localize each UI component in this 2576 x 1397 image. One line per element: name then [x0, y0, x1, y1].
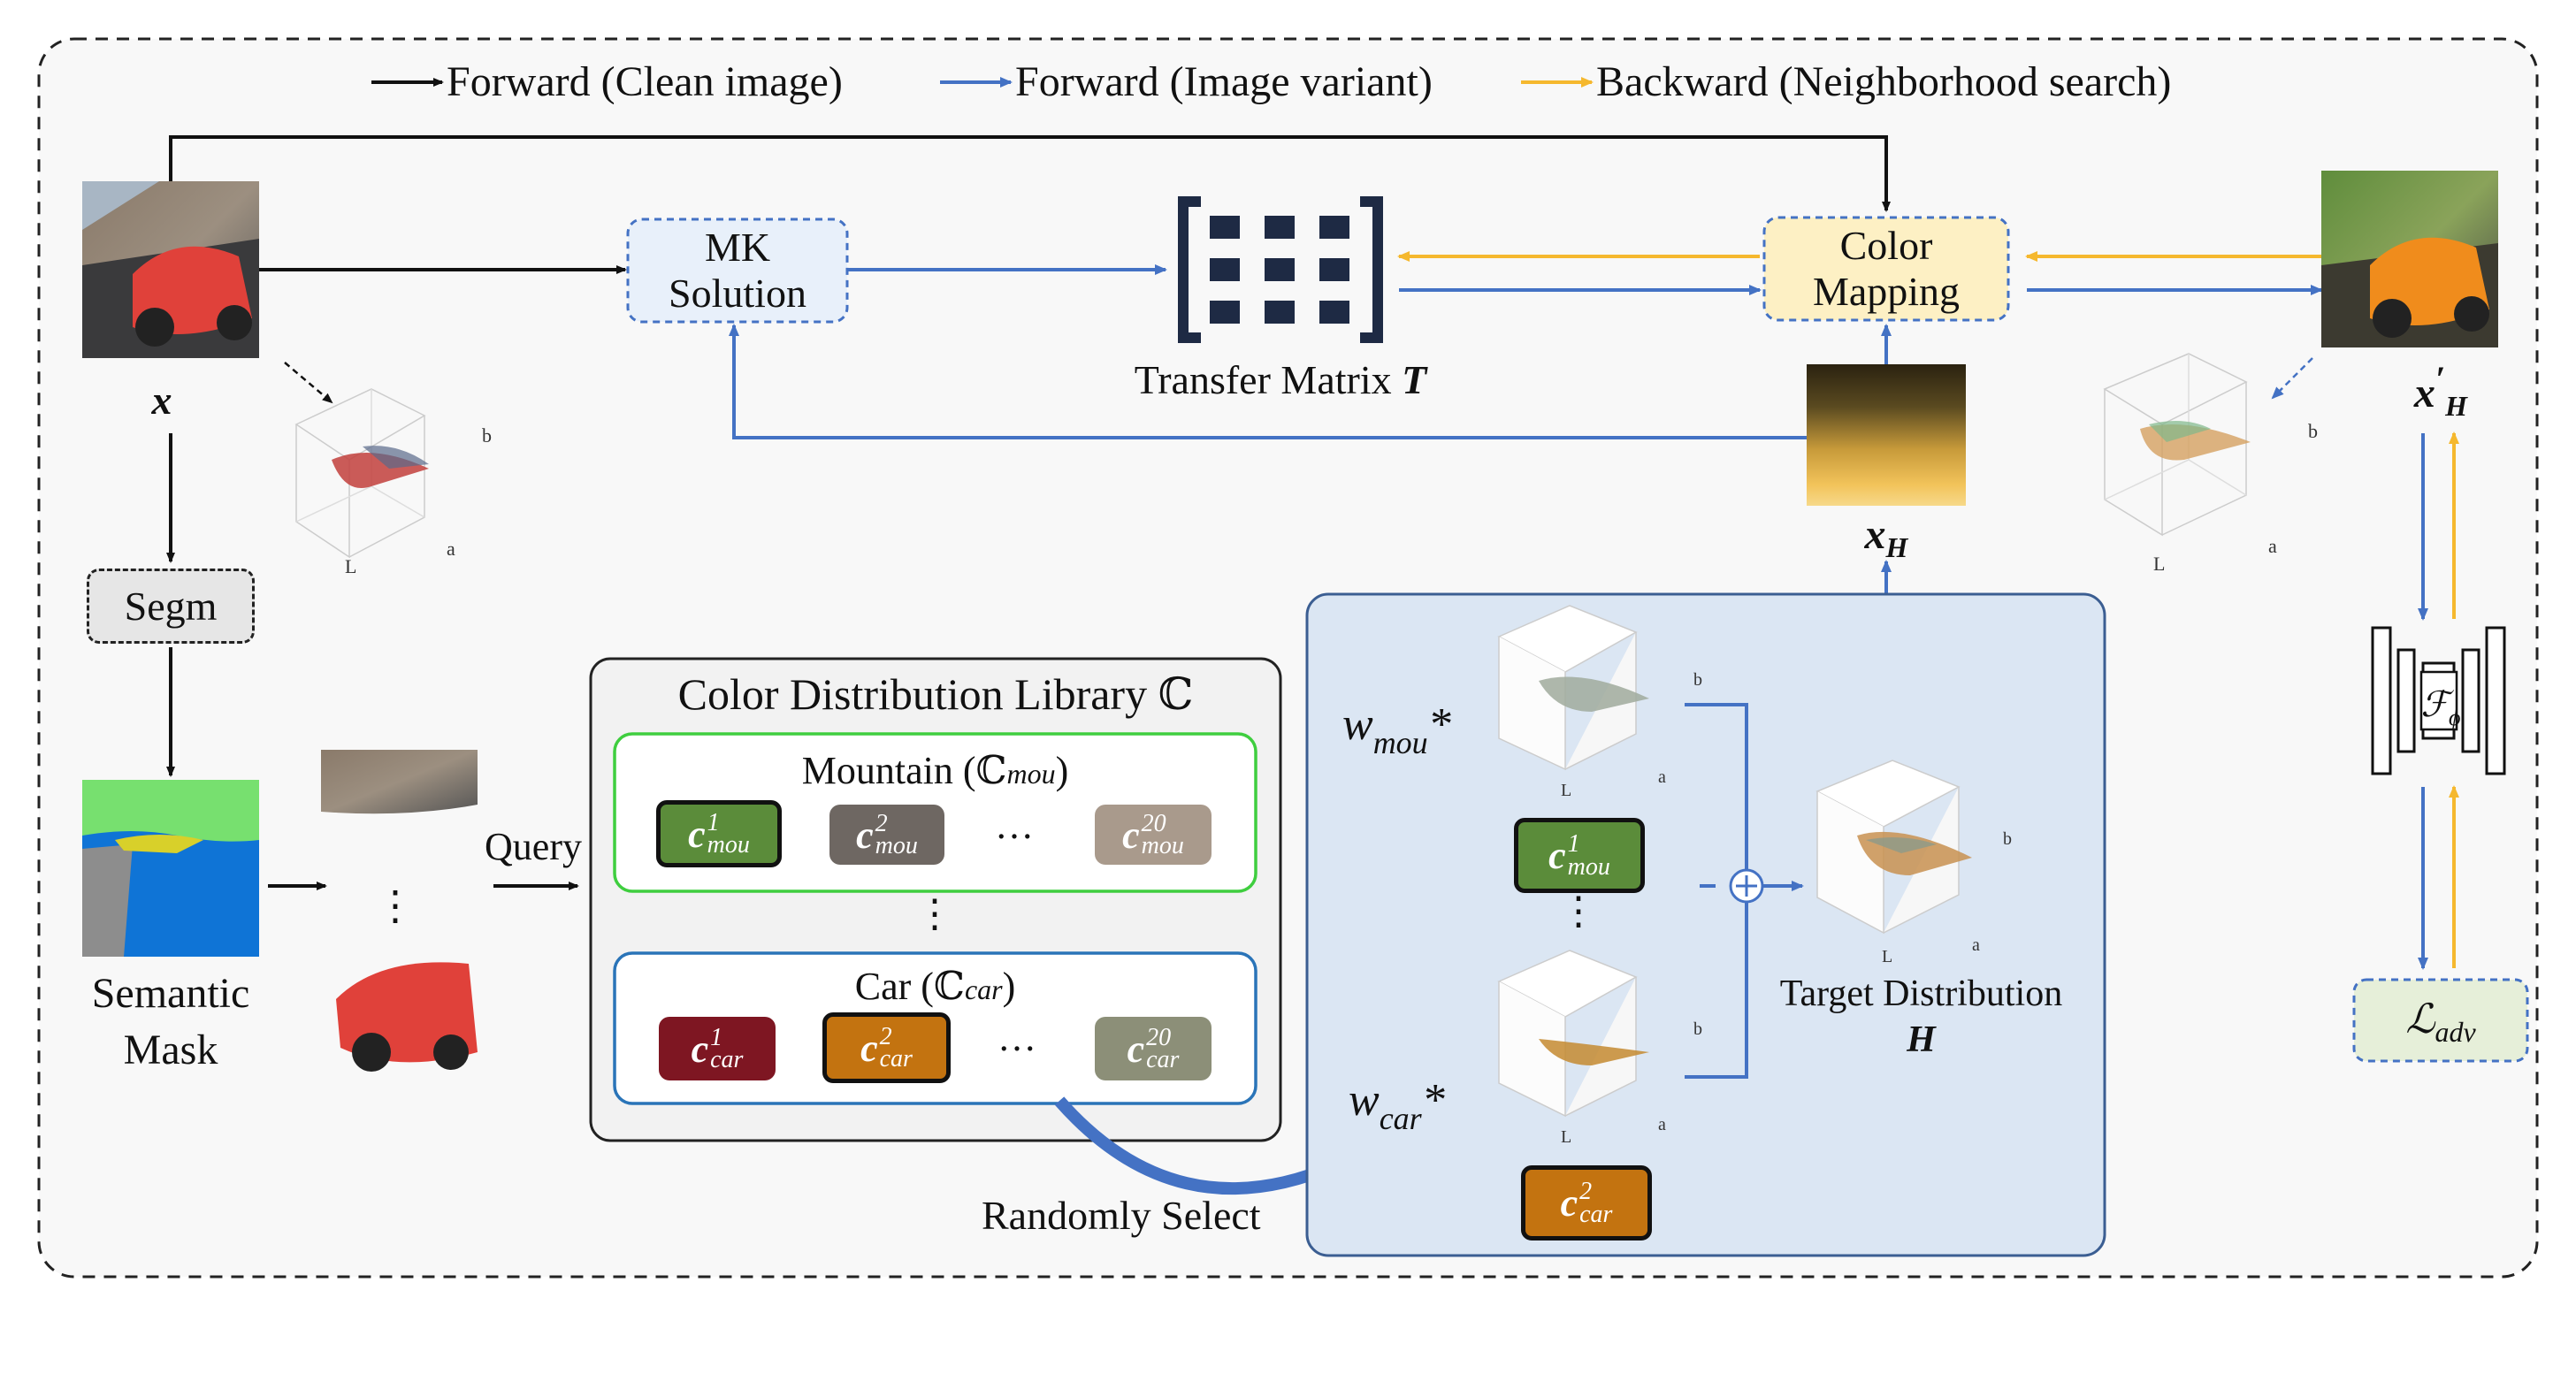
legend-forward-variant: Forward (Image variant)	[1015, 58, 1433, 105]
input-car-image	[82, 181, 259, 358]
svg-text:b: b	[2308, 420, 2318, 442]
random-select-arrow	[1054, 1096, 1341, 1195]
input-x-label: x	[151, 378, 172, 423]
library-title: Color Distribution Library ℂ	[677, 669, 1194, 719]
lab-plot-target: b a L	[1815, 760, 2012, 966]
query-label: Query	[485, 825, 582, 868]
library-vdots: ⋮	[915, 892, 954, 935]
car-crop	[336, 962, 478, 1072]
mountain-title: Mountain (ℂmou)	[801, 749, 1069, 792]
car-ellipsis: …	[998, 1016, 1036, 1059]
color-mapping-box	[1762, 216, 2010, 322]
svg-text:a: a	[1658, 1115, 1666, 1134]
svg-text:L: L	[1561, 781, 1571, 800]
weight-car-label: wcar*	[1349, 1075, 1445, 1136]
output-label: x′H	[2413, 359, 2468, 422]
svg-text:b: b	[1693, 670, 1702, 690]
loss-label: ℒadv	[2405, 996, 2476, 1048]
car-title: Car (ℂcar)	[854, 965, 1016, 1008]
legend: Forward (Clean image) Forward (Image var…	[371, 58, 2171, 105]
svg-text:L: L	[1882, 947, 1892, 966]
target-distribution-label: Target Distribution H	[1779, 973, 2063, 1060]
transfer-matrix-label: Transfer Matrix T	[1135, 357, 1428, 402]
lab-plot-output: b a L	[2103, 353, 2318, 575]
weight-mou-label: wmou*	[1342, 699, 1451, 760]
legend-backward: Backward (Neighborhood search)	[1596, 58, 2171, 105]
svg-text:b: b	[2003, 829, 2012, 849]
semantic-mask-image	[82, 780, 259, 957]
transfer-matrix-icon	[1178, 196, 1383, 343]
xh-label: xH	[1864, 511, 1909, 563]
xh-image	[1807, 364, 1966, 506]
legend-forward-clean: Forward (Clean image)	[447, 58, 843, 105]
svg-text:a: a	[1972, 935, 1980, 955]
classifier-network: ℱϕ	[2371, 626, 2506, 775]
output-car-image	[2321, 171, 2498, 347]
mountain-crop	[321, 750, 478, 814]
svg-text:L: L	[1561, 1127, 1571, 1147]
mountain-ellipsis: …	[995, 804, 1034, 847]
lab-plot-car: b a L	[1497, 950, 1702, 1147]
lab-plot-mou: b a L	[1497, 605, 1702, 800]
svg-text:b: b	[1693, 1019, 1702, 1039]
svg-text:a: a	[447, 538, 455, 560]
crops-vdots: ⋮	[375, 883, 416, 928]
lab-plot-input: b a L	[284, 362, 492, 577]
svg-text:L: L	[345, 555, 356, 577]
loss-box	[2352, 978, 2529, 1063]
svg-text:L: L	[2153, 553, 2165, 575]
svg-text:b: b	[482, 424, 492, 447]
sampling-vdots: ⋮	[1559, 889, 1598, 933]
sampling-panel	[1305, 592, 2106, 1257]
svg-text:a: a	[2268, 535, 2277, 557]
arrow-xh-to-mk	[729, 324, 1807, 439]
svg-text:a: a	[1658, 767, 1666, 787]
randomly-select-label: Randomly Select	[982, 1193, 1261, 1238]
segm-box: Segm	[87, 569, 255, 644]
arrow-x-to-colormapping	[169, 135, 1891, 212]
